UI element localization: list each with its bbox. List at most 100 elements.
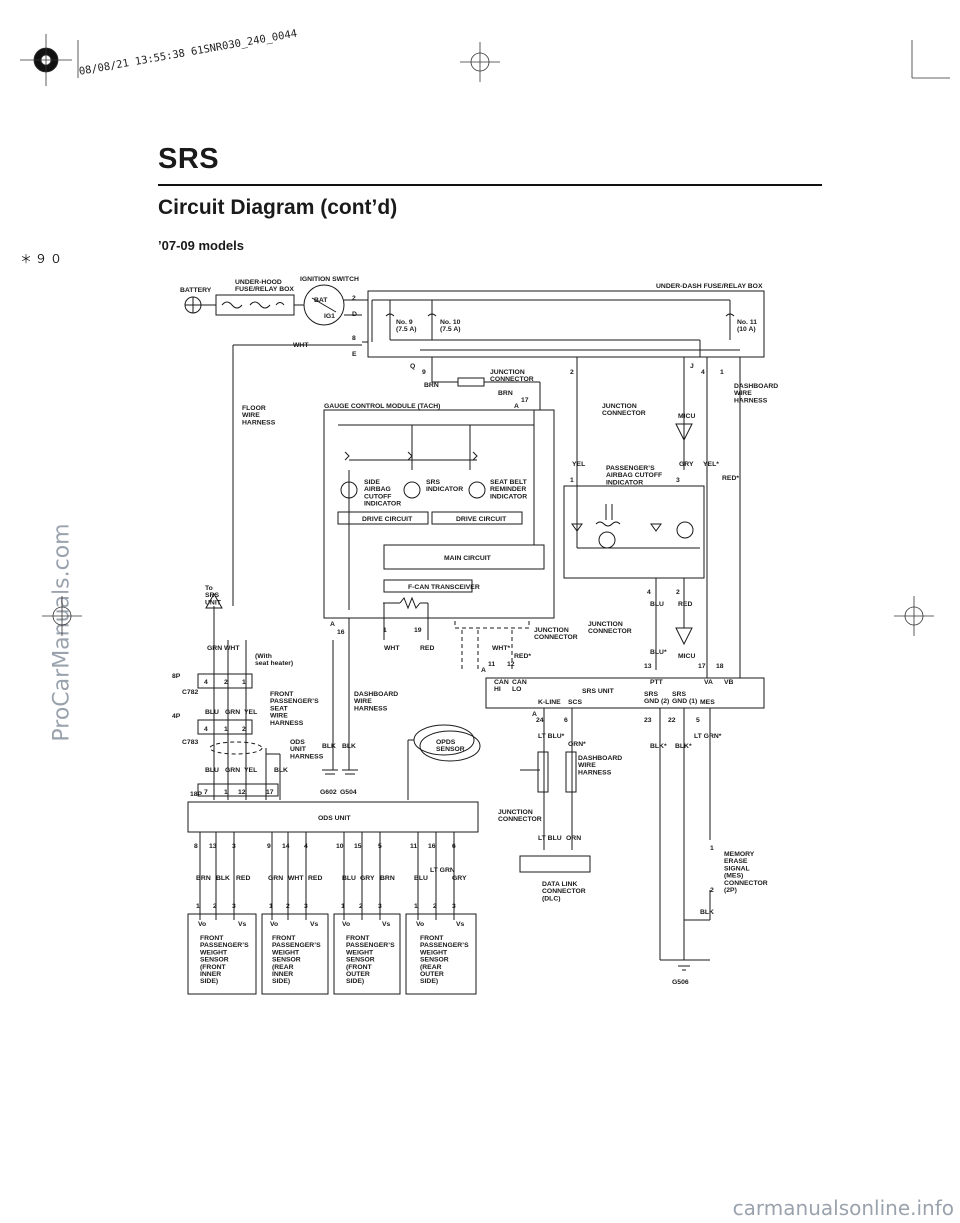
- wire-blu-3: BLU: [205, 767, 219, 774]
- pin-17c: 17: [266, 789, 274, 796]
- wire-wht-3: WHT: [224, 645, 240, 652]
- pin-a4: A: [532, 711, 537, 718]
- wire-yel-1: YEL: [572, 461, 585, 468]
- wire-blk-4: BLK: [700, 909, 714, 916]
- pin-9a: 9: [422, 369, 426, 376]
- g506-label: G506: [672, 979, 689, 986]
- va-label: VA: [704, 679, 713, 686]
- pin-16a: 16: [337, 629, 345, 636]
- pin-11b: 11: [410, 843, 417, 850]
- pin-7: 7: [204, 789, 208, 796]
- wire-ltblu-star: LT BLU*: [538, 733, 565, 740]
- ignition-switch-symbol: [303, 284, 345, 326]
- pin-q: Q: [410, 363, 415, 370]
- wire-yel-3: YEL: [244, 767, 257, 774]
- pin-12b: 12: [238, 789, 246, 796]
- pin-13a: 13: [644, 663, 652, 670]
- pin-s3-2: 2: [359, 903, 363, 910]
- pin-24: 24: [536, 717, 544, 724]
- pin-s2-3: 3: [304, 903, 308, 910]
- ignition-label: IGNITION SWITCH: [300, 276, 359, 283]
- weight-sensor-1-box: [187, 913, 257, 995]
- main-circuit-label: MAIN CIRCUIT: [444, 555, 492, 562]
- weight-sensor-3-box: [333, 913, 401, 995]
- wire-wht-4: WHT: [288, 875, 304, 882]
- wire-blk-2: BLK: [322, 743, 336, 750]
- weight-sensor-2-box: [261, 913, 329, 995]
- wire-lt-blu: LT BLU: [538, 835, 562, 842]
- model-subtitle: ’07-09 models: [158, 238, 244, 253]
- pin-2e: 2: [242, 726, 246, 733]
- wire-blk-3: BLK: [342, 743, 356, 750]
- pin-15: 15: [354, 843, 362, 850]
- page-number: ＊９０: [20, 252, 66, 266]
- pin-2b: 2: [570, 369, 574, 376]
- wire-lt-grn: LT GRN: [430, 867, 455, 874]
- wire-orn-star: ORN*: [568, 741, 586, 748]
- pin-23: 23: [644, 717, 652, 724]
- pin-a3: A: [481, 667, 486, 674]
- wire-gry-3: GRY: [452, 875, 467, 882]
- pin-d: D: [352, 311, 357, 318]
- pin-s4-1: 1: [414, 903, 418, 910]
- scs-label: SCS: [568, 699, 582, 706]
- watermark-bottom: carmanualsonline.info: [732, 1196, 954, 1220]
- wire-blu-1: BLU: [650, 601, 664, 608]
- pin-1c: 1: [383, 627, 387, 634]
- srs-unit-label: SRS UNIT: [582, 688, 615, 695]
- pin-2c: 2: [676, 589, 680, 596]
- vo-label-2: Vo: [270, 921, 278, 928]
- wire-red-1: RED: [678, 601, 692, 608]
- wire-red-star-2: RED*: [514, 653, 531, 660]
- wire-blk-5: BLK: [216, 875, 230, 882]
- vs-label-1: Vs: [238, 921, 247, 928]
- pin-3a: 3: [676, 477, 680, 484]
- wire-red-2: RED: [420, 645, 434, 652]
- pin-e: E: [352, 351, 357, 358]
- page-title: SRS: [158, 143, 220, 175]
- battery-label: BATTERY: [180, 287, 212, 294]
- pin-2d: 2: [224, 679, 228, 686]
- pin-4a: 4: [701, 369, 705, 376]
- wire-blu-4: BLU: [342, 875, 356, 882]
- pin-s3-3: 3: [378, 903, 382, 910]
- ptt-label: PTT: [650, 679, 664, 686]
- pin-13b: 13: [209, 843, 217, 850]
- pin-19: 19: [414, 627, 422, 634]
- wire-yel-2: YEL: [244, 709, 257, 716]
- pin-17a: 17: [521, 397, 529, 404]
- srs-unit-box: [485, 677, 765, 709]
- p8-label: 8P: [172, 673, 181, 680]
- pin-8b: 8: [194, 843, 198, 850]
- pass-airbag-indicator-box: [563, 485, 705, 579]
- pin-6b: 6: [452, 843, 456, 850]
- wire-grn-2: GRN: [225, 709, 240, 716]
- vs-label-2: Vs: [310, 921, 319, 928]
- pin-s1-3: 3: [232, 903, 236, 910]
- pin-1a: 1: [720, 369, 724, 376]
- pin-4b: 4: [647, 589, 651, 596]
- pin-s4-2: 2: [433, 903, 437, 910]
- wire-wht-1: WHT: [293, 342, 309, 349]
- vs-label-3: Vs: [382, 921, 391, 928]
- micu-label-1: MICU: [678, 413, 695, 420]
- vb-label: VB: [724, 679, 734, 686]
- pin-s1-2: 2: [213, 903, 217, 910]
- mes-label: MES: [700, 699, 715, 706]
- wire-gry-2: GRY: [360, 875, 375, 882]
- gcm-label: GAUGE CONTROL MODULE (TACH): [324, 403, 440, 410]
- ods-unit-box: [187, 801, 479, 833]
- vo-label-3: Vo: [342, 921, 350, 928]
- pin-5b: 5: [378, 843, 382, 850]
- wire-blk-star-1: BLK*: [650, 743, 667, 750]
